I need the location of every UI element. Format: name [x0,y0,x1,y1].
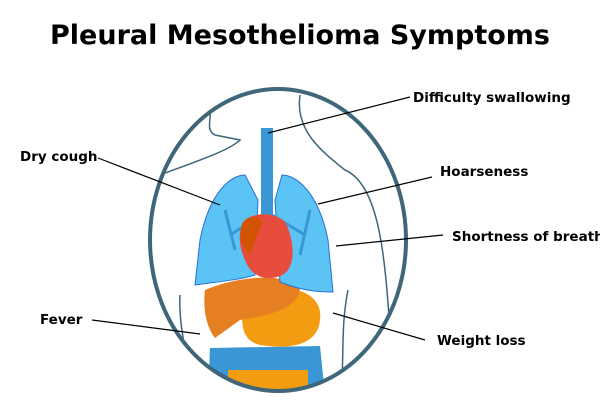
pointer-dry-cough [97,157,221,206]
pointer-fever [91,319,201,335]
label-difficulty-swallowing: Difficulty swallowing [413,90,571,106]
trachea [261,128,273,228]
left-lung [194,174,259,286]
body-circle [148,87,408,393]
body-outline [159,94,391,391]
label-fever: Fever [40,312,83,328]
label-hoarseness: Hoarseness [440,164,529,180]
pointer-hoarseness [317,176,433,205]
pointer-weight-loss [332,312,426,341]
label-weight-loss: Weight loss [437,333,526,349]
liver [204,277,300,338]
pointer-difficulty-swallowing [267,96,411,134]
label-dry-cough: Dry cough [20,149,98,165]
pointer-shortness-of-breath [335,234,444,247]
diagram-title: Pleural Mesothelioma Symptoms [50,20,550,51]
label-shortness-of-breath: Shortness of breath [452,229,600,245]
